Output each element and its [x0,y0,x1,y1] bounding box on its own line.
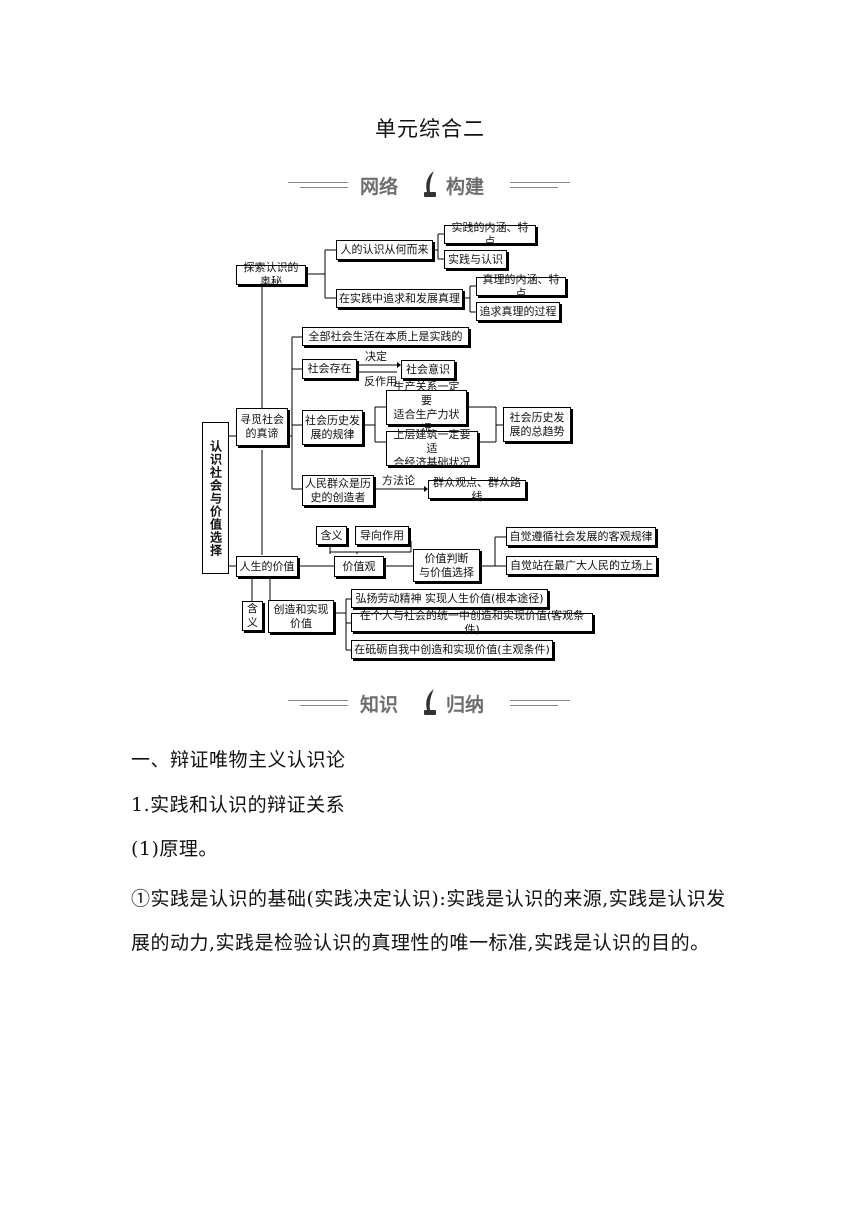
seek-truth-node: 寻觅社会 的真谛 [236,408,288,446]
heading-dialectical-epistemology: 一、辩证唯物主义认识论 [131,749,346,771]
paragraph-practice-basis: ①实践是认识的基础(实践决定认识):实践是认识的来源,实践是认识发展的动力,实践… [131,888,726,954]
page-title: 单元综合二 [375,117,485,141]
unity-node: 在个人与社会的统一中创造和实现价值(客观条件) [351,609,593,636]
banner2-left-text: 知识 [360,694,399,716]
banner-knowledge-summary: 知识 归纳 [288,689,570,716]
truth-process-node: 追求真理的过程 [476,302,560,321]
root-node: 认识社会与价值选择 [202,422,229,574]
history-law-node: 社会历史发 展的规律 [302,410,363,445]
meaning1-node: 含义 [316,526,347,545]
banner-right-text: 构建 [446,176,485,198]
relation-production-node: 生产关系一定要 适合生产力状况 [386,380,467,435]
labor-spirit-node: 弘扬劳动精神 实现人生价值(根本途径) [351,589,548,608]
heading-principle: (1)原理。 [131,838,218,860]
masses-node: 人民群众是历 史的创造者 [302,475,374,506]
guiding-role-node: 导向作用 [355,526,409,545]
explore-node: 探索认识的奥秘 [236,261,306,288]
social-consciousness-node: 社会意识 [401,360,455,379]
people-stand-node: 自觉站在最广大人民的立场上 [506,556,657,575]
banner-network-construction: 网络 构建 [288,171,570,198]
decide-label: 决定 [365,350,387,363]
value-judgment-node: 价值判断 与价值选择 [413,549,480,582]
self-hone-node: 在砥砺自我中创造和实现价值(主观条件) [351,640,553,659]
life-value-node: 人生的价值 [236,556,298,577]
pursue-truth-node: 在实践中追求和发展真理 [336,289,463,308]
truth-meaning-node: 真理的内涵、特点 [476,273,566,300]
create-value-node: 创造和实现 价值 [268,600,334,633]
practice-cognition-node: 实践与认识 [444,250,507,269]
meaning2-node: 含 义 [242,601,263,631]
banner-left-text: 网络 [360,176,399,198]
banner2-right-text: 归纳 [446,694,485,716]
social-life-node: 全部社会生活在本质上是实践的 [302,327,469,346]
quill-pen-icon [424,171,436,197]
react-label: 反作用 [364,375,397,388]
where-from-node: 人的认识从何而来 [336,240,433,260]
social-existence-node: 社会存在 [302,359,357,379]
methodology-label: 方法论 [382,474,415,487]
general-trend-node: 社会历史发 展的总趋势 [503,407,571,442]
value-view-node: 价值观 [334,556,384,577]
superstructure-node: 上层建筑一定要适 合经济基础状况 [386,428,478,469]
heading-practice-cognition: 1.实践和认识的辩证关系 [131,794,346,816]
mass-view-node: 群众观点、群众路线 [428,476,526,503]
follow-law-node: 自觉遵循社会发展的客观规律 [506,527,656,546]
meaning-traits-node: 实践的内涵、特点 [444,221,536,248]
quill-pen-icon [424,689,436,715]
